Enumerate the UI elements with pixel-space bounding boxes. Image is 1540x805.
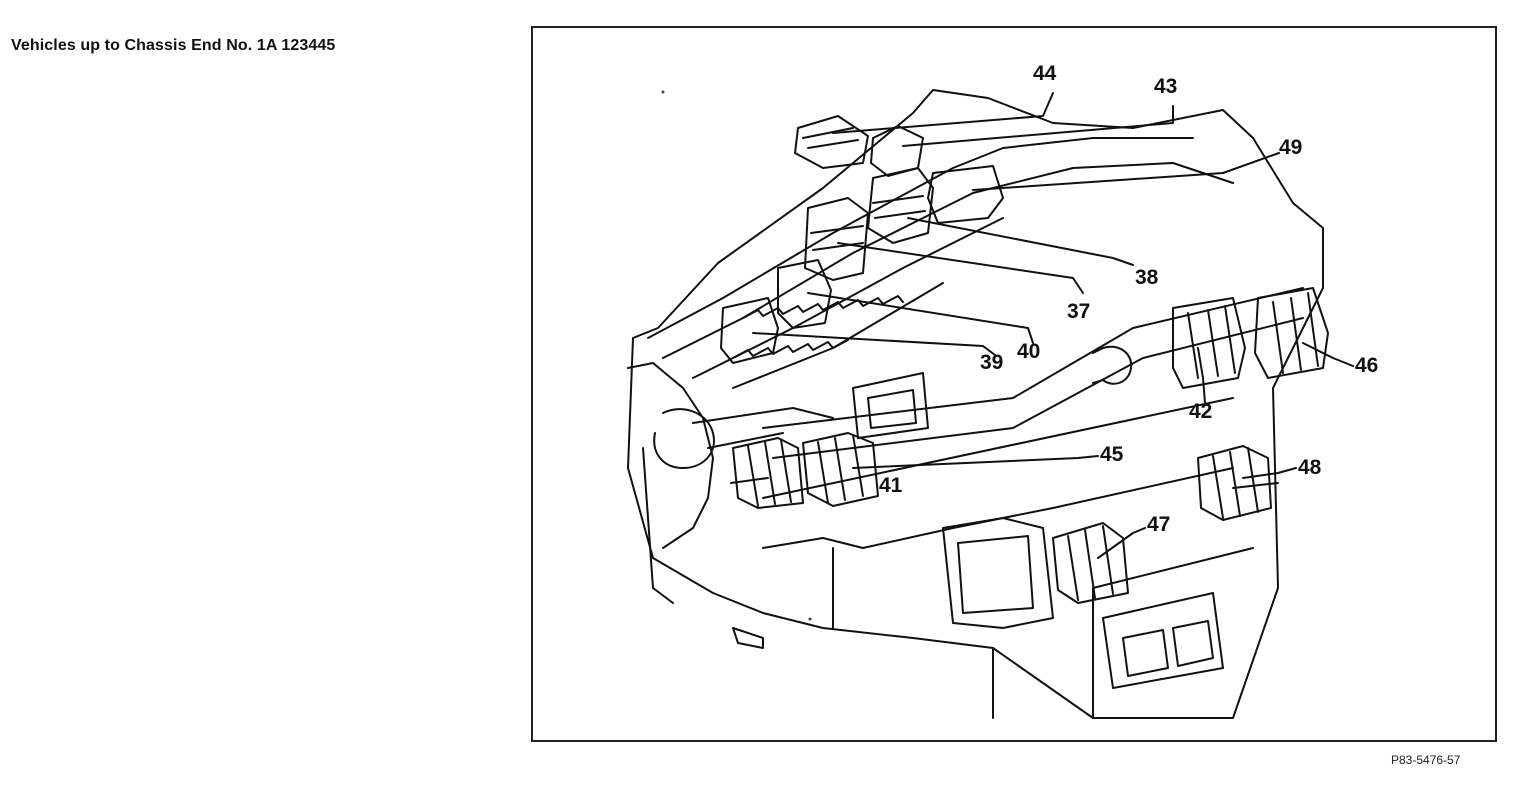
callout-49: 49 xyxy=(1279,136,1302,159)
callout-42: 42 xyxy=(1189,400,1212,423)
callout-37: 37 xyxy=(1067,300,1090,323)
fuse-block-46-shape xyxy=(1254,287,1329,379)
speck-mark xyxy=(808,617,812,621)
leader-42 xyxy=(1197,347,1206,404)
figure-code: P83-5476-57 xyxy=(1391,753,1461,767)
leader-41 xyxy=(730,477,769,484)
callout-46: 46 xyxy=(1355,354,1378,377)
relay-44-shape xyxy=(794,115,869,169)
leader-38 xyxy=(907,217,1134,266)
leader-47 xyxy=(1097,527,1146,559)
leader-39 xyxy=(752,332,996,356)
leader-37 xyxy=(837,242,1084,294)
leader-43 xyxy=(902,105,1174,147)
callout-48: 48 xyxy=(1298,456,1322,479)
fuse-block-41-shape xyxy=(732,437,804,509)
fuse-block-47-shape xyxy=(1052,522,1129,604)
callout-41: 41 xyxy=(879,474,903,497)
fuse-relay-module-illustration: 44 43 49 38 37 40 39 46 42 45 48 41 47 xyxy=(627,62,1378,719)
relay-40-shape xyxy=(777,259,832,329)
relay-38-shape xyxy=(867,167,934,244)
leader-46 xyxy=(1302,342,1354,367)
page-heading: Vehicles up to Chassis End No. 1A 123445 xyxy=(11,37,336,54)
speck-mark xyxy=(661,90,665,94)
relay-49-shape xyxy=(927,165,1004,224)
relay-37-shape xyxy=(804,197,869,281)
fuse-block-48-shape xyxy=(1197,445,1272,521)
callout-39: 39 xyxy=(980,351,1003,374)
callout-47: 47 xyxy=(1147,513,1170,536)
fuse-block-45-shape xyxy=(802,432,879,507)
fuse-block-42-shape xyxy=(1172,297,1246,389)
leader-48 xyxy=(1242,467,1297,479)
callout-40: 40 xyxy=(1017,340,1040,363)
callout-43: 43 xyxy=(1154,75,1177,98)
leader-45 xyxy=(852,455,1099,469)
callout-44: 44 xyxy=(1033,62,1057,85)
leader-44 xyxy=(832,92,1054,134)
leader-49 xyxy=(972,152,1280,191)
leader-40 xyxy=(807,292,1034,344)
diagram-frame: 44 43 49 38 37 40 39 46 42 45 48 41 47 xyxy=(531,26,1497,742)
relay-39-shape xyxy=(720,297,779,364)
callout-45: 45 xyxy=(1100,443,1124,466)
callout-38: 38 xyxy=(1135,266,1159,289)
housing-outline xyxy=(627,89,1324,719)
